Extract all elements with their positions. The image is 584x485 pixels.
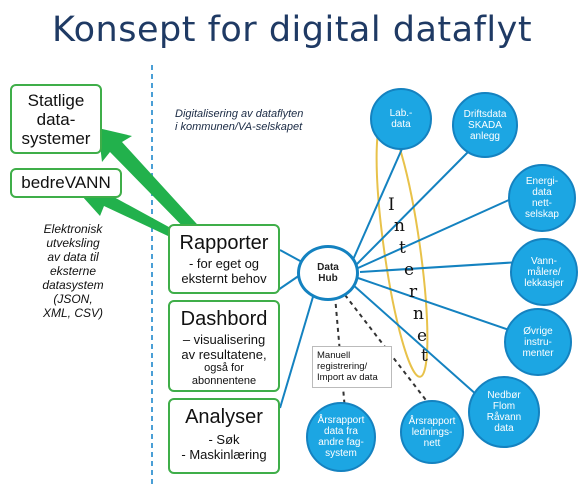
rapporter-title: Rapporter: [179, 232, 269, 254]
dashbord-sub: – visualisering av resultatene,: [181, 332, 267, 362]
line-rapporter: [279, 249, 303, 263]
circle-arsrapport-ledning-label: Årsrapport lednings- nett: [408, 415, 456, 449]
analyser-sub: - Søk - Maskinlæring: [181, 432, 267, 462]
page-title: Konsept for digital dataflyt: [51, 10, 533, 50]
line-energi: [357, 194, 521, 269]
line-drift: [355, 149, 471, 266]
dashbord-box: Dashbord – visualisering av resultatene,…: [168, 300, 280, 392]
circle-energidata: Energi- data nett- selskap: [508, 164, 576, 232]
circle-vannmalere: Vann- målere/ lekkasjer: [510, 238, 578, 306]
internet-letter-8: t: [421, 346, 428, 366]
line-analyser: [279, 289, 316, 409]
circle-lab-label: Lab.- data: [389, 108, 413, 130]
line-lab: [351, 141, 406, 263]
internet-letter-6: n: [413, 304, 424, 324]
circle-nedbor-label: Nedbør Flom Råvann data: [486, 390, 522, 434]
data-hub: Data Hub: [297, 245, 359, 301]
rapporter-sub: - for eget og eksternt behov: [181, 256, 267, 286]
circle-arsrapport-andre-label: Årsrapport data fra andre fag- system: [317, 415, 365, 459]
statlige-datasystemer-box: Statlige data- systemer: [10, 84, 102, 154]
internet-letter-2: n: [394, 216, 405, 236]
export-arrows: [82, 128, 206, 240]
circle-ovrige: Øvrige instru- menter: [504, 308, 572, 376]
line-dashbord: [277, 274, 301, 291]
data-hub-line1: Data: [317, 262, 339, 273]
circle-drift-label: Driftsdata SKADA anlegg: [463, 108, 507, 142]
arrow-to-statlige: [98, 128, 206, 240]
elektronisk-note: Elektronisk utveksling av data til ekste…: [42, 222, 104, 320]
line-nedbor: [351, 283, 479, 397]
hub-connection-lines: [277, 141, 521, 409]
internet-letter-5: r: [409, 282, 418, 302]
circle-arsrapport-ledningsnett: Årsrapport lednings- nett: [400, 400, 464, 464]
internet-letter-1: I: [388, 195, 395, 215]
circle-ovrige-label: Øvrige instru- menter: [522, 325, 554, 359]
rapporter-box: Rapporter - for eget og eksternt behov: [168, 224, 280, 294]
internet-letter-4: e: [404, 260, 415, 280]
analyser-box: Analyser - Søk - Maskinlæring: [168, 398, 280, 474]
bedrevann-box: bedreVANN: [10, 168, 122, 198]
statlige-datasystemer-label: Statlige data- systemer: [21, 91, 91, 148]
dashbord-title: Dashbord: [180, 308, 268, 330]
arrow-to-bedrevann: [82, 188, 178, 236]
circle-vann-label: Vann- målere/ lekkasjer: [524, 255, 564, 289]
data-hub-line2: Hub: [318, 273, 338, 284]
analyser-title: Analyser: [185, 406, 263, 428]
dashbord-small: også for abonnentene: [191, 362, 257, 387]
bedrevann-label: bedreVANN: [21, 173, 111, 192]
circle-nedbor: Nedbør Flom Råvann data: [468, 376, 540, 448]
digitalisering-note: Digitalisering av dataflyten i kommunen/…: [175, 108, 304, 133]
internet-letter-3: t: [399, 238, 406, 258]
line-vann: [359, 261, 521, 273]
line-ovrige: [357, 277, 516, 333]
internet-letter-7: e: [417, 326, 428, 346]
circle-driftsdata: Driftsdata SKADA anlegg: [452, 92, 518, 158]
manual-import-box: Manuell registrering/ Import av data: [312, 346, 392, 388]
circle-arsrapport-andre: Årsrapport data fra andre fag- system: [306, 402, 376, 472]
circle-lab-data: Lab.- data: [370, 88, 432, 150]
circle-energi-label: Energi- data nett- selskap: [525, 176, 559, 220]
